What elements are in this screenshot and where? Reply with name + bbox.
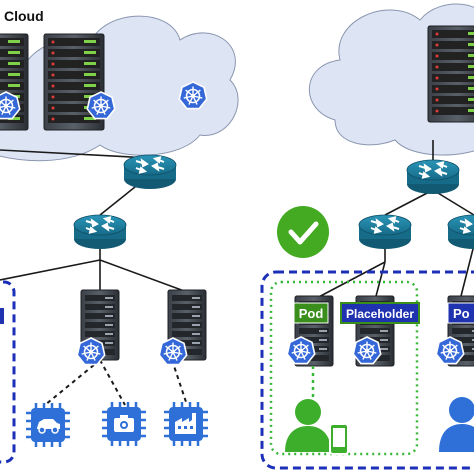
placeholder-tag-label: Placeholder (346, 307, 414, 321)
cloud-label: Cloud (4, 8, 44, 24)
pod-tag-partial: Po (447, 302, 474, 324)
factory-chip-icon (162, 400, 210, 448)
edge-zone-left (0, 280, 16, 464)
kubernetes-icon (158, 337, 188, 366)
kubernetes-icon (286, 336, 316, 365)
kubernetes-icon (76, 337, 106, 366)
user-icon (285, 399, 331, 452)
network-links (0, 140, 474, 301)
placeholder-tag: Placeholder (340, 302, 420, 324)
kubernetes-icon (86, 91, 116, 120)
pod-tag: Pod (293, 302, 329, 324)
checkmark-icon (277, 206, 329, 258)
kubernetes-icon (178, 81, 208, 110)
pod-tag-label: Pod (299, 306, 324, 321)
router-icon (358, 214, 412, 250)
user-icon (439, 397, 474, 452)
camera-chip-icon (100, 400, 148, 448)
cloud-server-rack-icon (427, 25, 474, 123)
router-icon (123, 154, 177, 190)
car-chip-icon (24, 401, 72, 449)
edge-zone-left-tag (0, 308, 4, 324)
device-links (44, 359, 187, 406)
router-icon (447, 214, 474, 250)
kubernetes-icon (435, 336, 465, 365)
pod-tag-partial-label: Po (453, 306, 470, 321)
router-icon (406, 159, 460, 195)
edge-zone-right (260, 270, 474, 470)
kubernetes-icon (352, 336, 382, 365)
phone-icon (329, 423, 349, 455)
router-icon (73, 214, 127, 250)
